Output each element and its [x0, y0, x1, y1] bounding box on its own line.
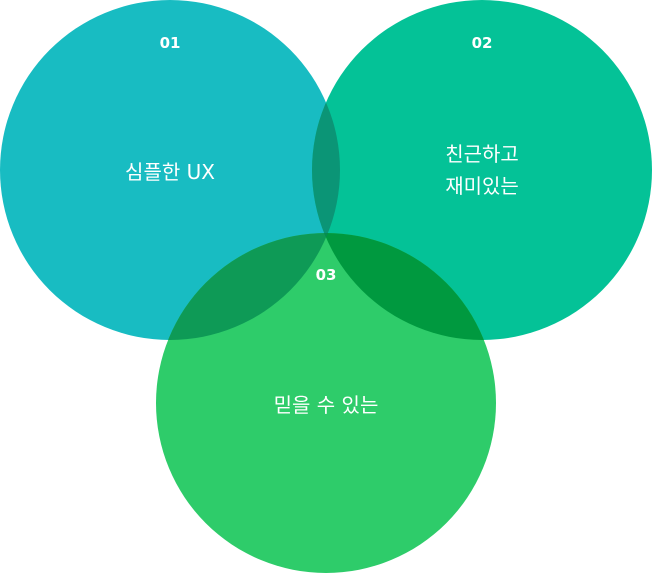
circle-01-number: 01 — [160, 34, 181, 52]
overlap-02-03 — [312, 233, 496, 340]
circle-03-number: 03 — [316, 266, 337, 284]
circle-02-label-line-1: 친근하고 — [445, 142, 519, 166]
overlap-01-03 — [156, 233, 340, 340]
circle-02-label-line-2: 재미있는 — [445, 174, 519, 198]
circle-03-label: 믿을 수 있는 — [274, 393, 379, 417]
circle-01-label: 심플한 UX — [125, 160, 215, 184]
circle-02-number: 02 — [472, 34, 493, 52]
